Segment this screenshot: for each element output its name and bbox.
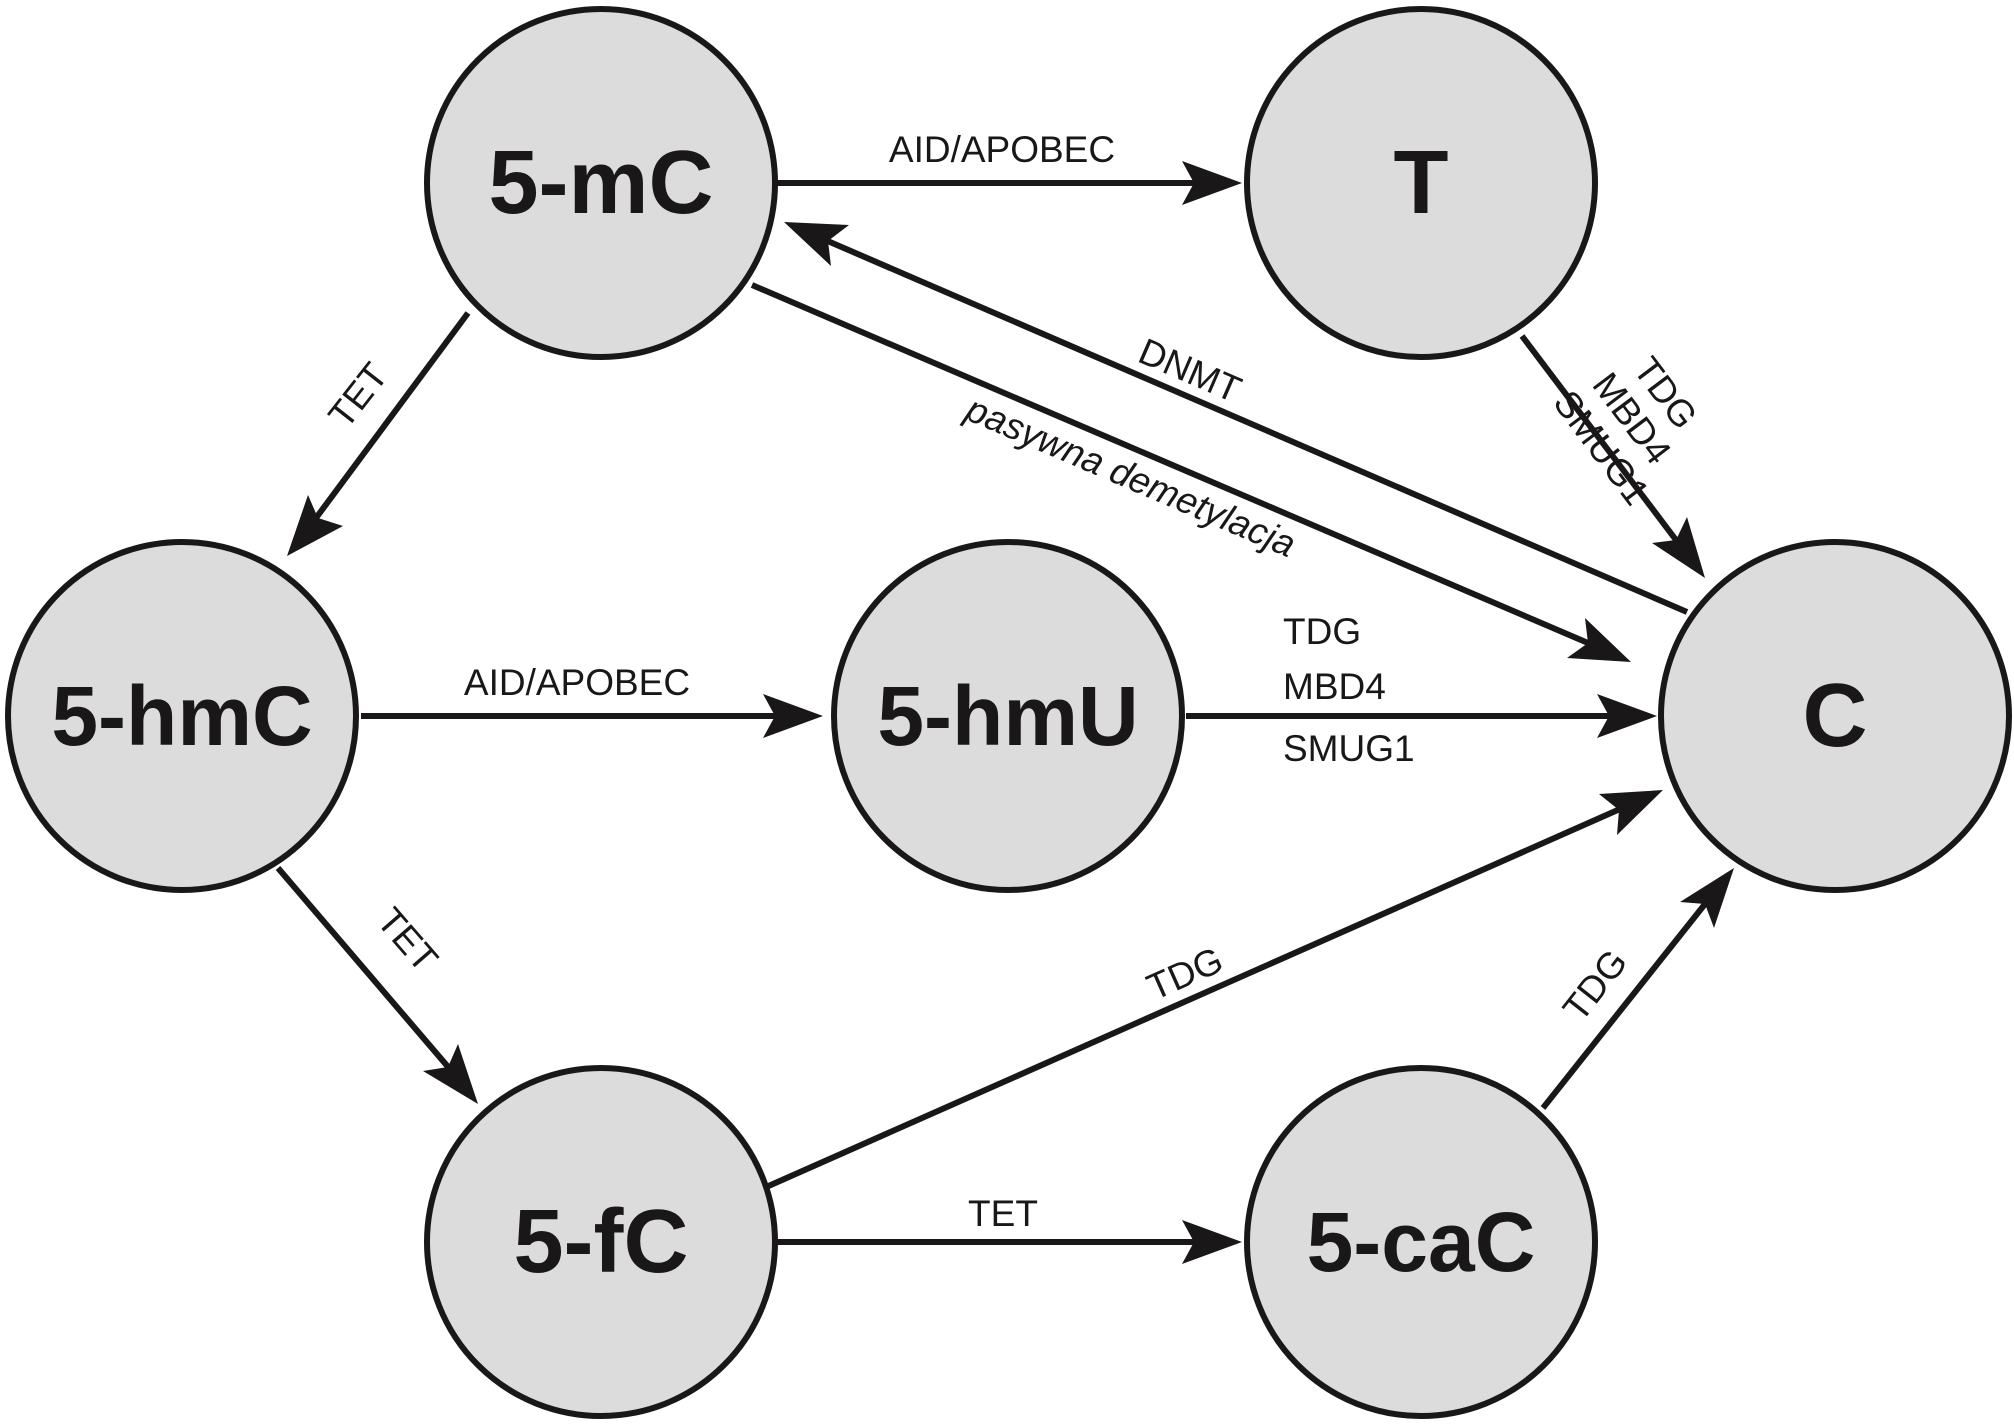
node-5hmc: 5-hmC — [5, 539, 359, 893]
edge-label-5hmc-5hmu: AID/APOBEC — [464, 662, 690, 703]
edge-5mc-to-t — [777, 161, 1242, 205]
edge-c-to-5mc-dnmt — [784, 222, 1689, 615]
node-t: T — [1244, 6, 1598, 360]
node-5fc: 5-fC — [424, 1065, 778, 1419]
node-5hmu-label: 5-hmU — [877, 669, 1138, 763]
node-c-label: C — [1803, 666, 1868, 766]
edge-label-5hmu-c-line-3: SMUG1 — [1283, 728, 1415, 769]
edge-5hmc-to-5fc — [275, 866, 478, 1104]
edge-label-5mc-t: AID/APOBEC — [889, 129, 1115, 170]
edge-5mc-to-5hmc — [287, 311, 471, 556]
node-5mc: 5-mC — [424, 6, 778, 360]
node-t-label: T — [1394, 133, 1449, 233]
edge-label-5fc-5cac: TET — [968, 1193, 1038, 1234]
node-5mc-label: 5-mC — [488, 133, 713, 233]
edge-5fc-to-5cac — [775, 1220, 1242, 1264]
edge-t-to-c — [1519, 334, 1705, 578]
edge-label-5hmu-c-line-2: MBD4 — [1283, 666, 1386, 707]
node-c: C — [1658, 539, 2012, 893]
edge-5mc-to-c-passive — [750, 282, 1631, 662]
node-5fc-label: 5-fC — [514, 1192, 689, 1292]
edge-5hmu-to-c — [1186, 694, 1657, 738]
edge-5hmc-to-5hmu — [361, 694, 823, 738]
edge-5fc-to-c — [762, 790, 1663, 1191]
node-5hmc-label: 5-hmC — [51, 669, 312, 763]
edge-label-5hmu-c-line-1: TDG — [1283, 611, 1361, 652]
node-5cac-label: 5-caC — [1307, 1195, 1536, 1289]
edge-5cac-to-c — [1540, 868, 1734, 1110]
node-5cac: 5-caC — [1244, 1065, 1598, 1419]
node-5hmu: 5-hmU — [831, 539, 1185, 893]
